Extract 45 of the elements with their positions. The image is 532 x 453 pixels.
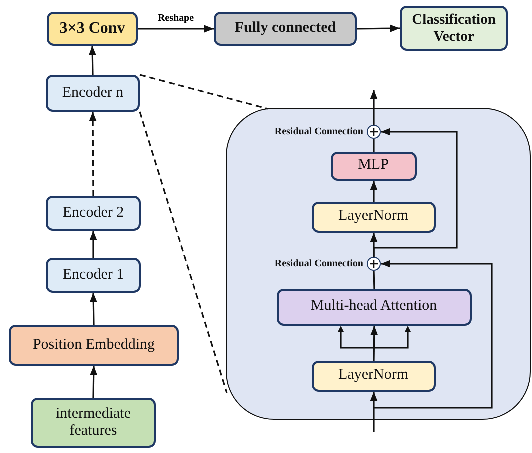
process-box	[312, 202, 436, 232]
arrow	[357, 24, 400, 32]
node-label: Encoder 2	[62, 204, 124, 222]
detail-panel	[226, 108, 531, 420]
arrow	[370, 392, 378, 432]
side-label: Residual Connection	[274, 126, 364, 137]
node-label: Encoder n	[62, 84, 124, 102]
arrow	[89, 112, 97, 196]
process-box	[214, 12, 357, 46]
connector-line	[373, 139, 375, 152]
node-label: Encoder 1	[62, 266, 124, 284]
node-label: intermediate features	[55, 406, 132, 440]
process-box	[47, 12, 138, 46]
process-box	[46, 258, 141, 293]
edge-label: Reshape	[156, 13, 196, 24]
node-label: Position Embedding	[32, 336, 156, 354]
process-box	[46, 75, 140, 112]
arrow	[90, 292, 98, 326]
connector-line	[373, 270, 376, 290]
arrow	[370, 90, 378, 125]
node-label: Multi-head Attention	[310, 298, 438, 316]
process-box	[400, 6, 508, 51]
node-label: 3×3 Conv	[60, 20, 126, 38]
connector-line	[140, 74, 268, 110]
arrow	[138, 25, 214, 33]
process-box	[312, 360, 436, 392]
arrow	[90, 366, 98, 398]
process-box	[31, 398, 156, 448]
arrow	[370, 181, 378, 202]
process-box	[276, 288, 472, 326]
arrow	[374, 260, 493, 409]
node-label: LayerNorm	[338, 367, 408, 385]
process-box	[330, 152, 416, 180]
arrow	[370, 326, 378, 362]
node-label: MLP	[358, 157, 389, 175]
node-label: Fully connected	[234, 20, 336, 38]
arrow	[88, 46, 96, 76]
arrow	[373, 128, 458, 257]
connector-line	[139, 112, 228, 394]
node-label: Classification Vector	[411, 12, 497, 46]
process-box	[46, 196, 141, 231]
side-label: Residual Connection	[274, 258, 364, 269]
process-box	[9, 325, 179, 366]
arrow	[90, 231, 98, 258]
node-label: LayerNorm	[338, 208, 408, 226]
